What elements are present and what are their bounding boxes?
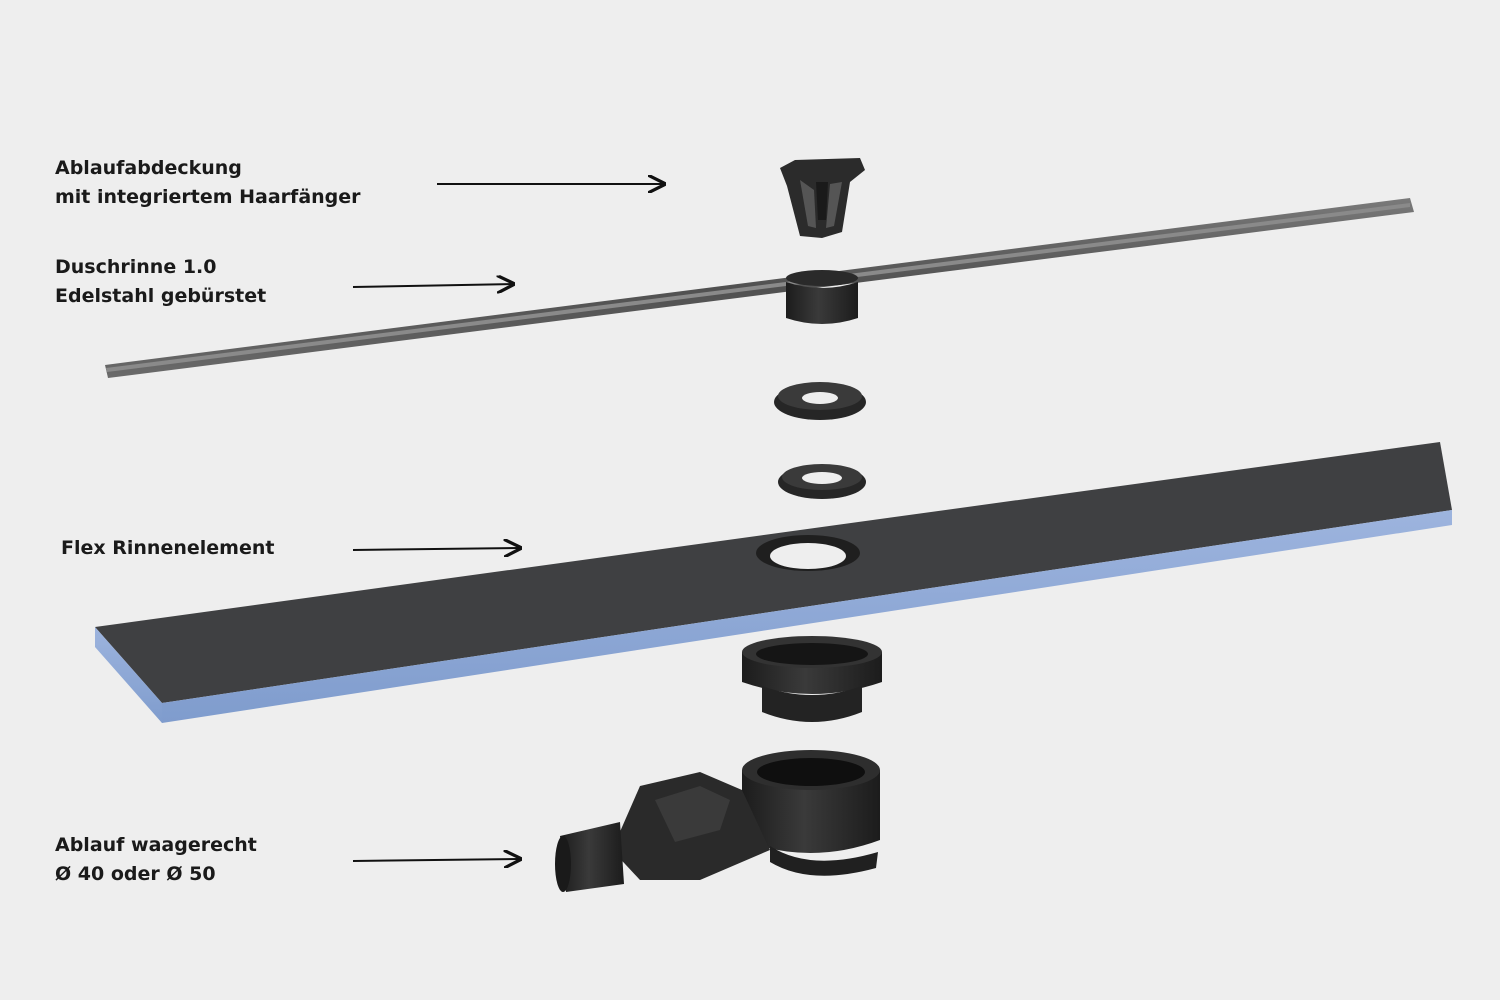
label-shower-channel: Duschrinne 1.0 Edelstahl gebürstet xyxy=(55,253,266,311)
label-horizontal-drain: Ablauf waagerecht Ø 40 oder Ø 50 xyxy=(55,831,257,889)
label-flex-channel-element: Flex Rinnenelement xyxy=(61,534,274,563)
label-drain-cover-line2: mit integriertem Haarfänger xyxy=(55,186,361,208)
sealing-ring-upper xyxy=(774,382,866,420)
adapter-sleeve-part xyxy=(742,636,882,722)
label-flex-channel-element-line1: Flex Rinnenelement xyxy=(61,537,275,559)
flex-channel-board-part xyxy=(95,442,1452,723)
horizontal-drain-part xyxy=(555,750,880,892)
arrow-right-icon xyxy=(352,548,520,550)
arrow-right-icon xyxy=(352,284,513,287)
label-shower-channel-line1: Duschrinne 1.0 xyxy=(55,256,217,278)
shower-channel-part xyxy=(105,198,1414,378)
drain-cover-part xyxy=(780,158,865,238)
label-drain-cover-line1: Ablaufabdeckung xyxy=(55,157,242,179)
label-shower-channel-line2: Edelstahl gebürstet xyxy=(55,285,267,307)
arrow-right-icon xyxy=(352,859,520,861)
sealing-ring-lower xyxy=(778,464,866,499)
label-horizontal-drain-line2: Ø 40 oder Ø 50 xyxy=(55,863,216,885)
label-horizontal-drain-line1: Ablauf waagerecht xyxy=(55,834,257,856)
label-drain-cover: Ablaufabdeckung mit integriertem Haarfän… xyxy=(55,154,361,212)
